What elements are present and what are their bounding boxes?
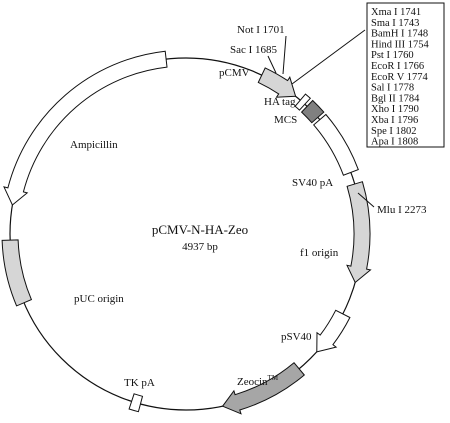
label-zeocin-tm: TM [268,374,279,382]
mcs-site-item: Bgl II 1784 [371,93,420,104]
plasmid-name: pCMV-N-HA-Zeo [152,222,248,237]
feature-f1-origin [346,181,372,284]
feature-ha-tag [294,93,312,111]
label-sv40-pa: SV40 pA [292,177,333,189]
feature-ampicillin [3,50,168,206]
feature-pcmv [257,67,297,98]
site-not1: Not I 1701 [237,24,285,36]
feature-layer [1,50,372,415]
feature-zeocin [221,361,306,415]
label-psv40: pSV40 [281,331,312,343]
mcs-site-item: BamH I 1748 [371,29,428,40]
site-sac1: Sac I 1685 [230,44,278,56]
feature-psv40 [316,309,351,353]
label-ha-tag: HA tag [264,96,296,108]
mcs-site-item: Xba I 1796 [371,115,418,126]
mcs-site-item: EcoR V 1774 [371,72,429,83]
mcs-site-item: Sal I 1778 [371,83,414,94]
feature-mcs [300,99,325,124]
label-tk-pa: TK pA [124,377,155,389]
mcs-site-item: Apa I 1808 [371,137,418,148]
mcs-site-item: Pst I 1760 [371,50,414,61]
site-mlu1-pointer [357,192,375,208]
label-zeocin-main: Zeocin [237,376,268,388]
feature-tk-pa [128,393,144,413]
plasmid-size: 4937 bp [182,241,218,253]
label-mcs: MCS [274,114,297,126]
mcs-site-item: EcoR I 1766 [371,61,424,72]
site-not1-pointer [282,35,287,75]
label-ampicillin: Ampicillin [70,139,118,151]
label-puc-origin: pUC origin [74,293,124,305]
label-f1-origin: f1 origin [300,247,339,259]
label-pcmv: pCMV [219,67,250,79]
mcs-site-item: Xho I 1790 [371,104,419,115]
mcs-site-item: Xma I 1741 [371,7,421,18]
mcs-site-item: Hind III 1754 [371,39,429,50]
feature-sv40-pa [312,113,359,176]
mcs-site-item: Spe I 1802 [371,126,417,137]
site-mlu1: Mlu I 2273 [377,204,427,216]
label-zeocin: ZeocinTM [237,374,279,388]
mcs-box-pointer [291,29,366,85]
site-sac1-pointer [267,55,277,74]
mcs-site-item: Sma I 1743 [371,18,419,29]
feature-puc-origin [1,239,33,307]
mcs-site-box [366,2,445,148]
